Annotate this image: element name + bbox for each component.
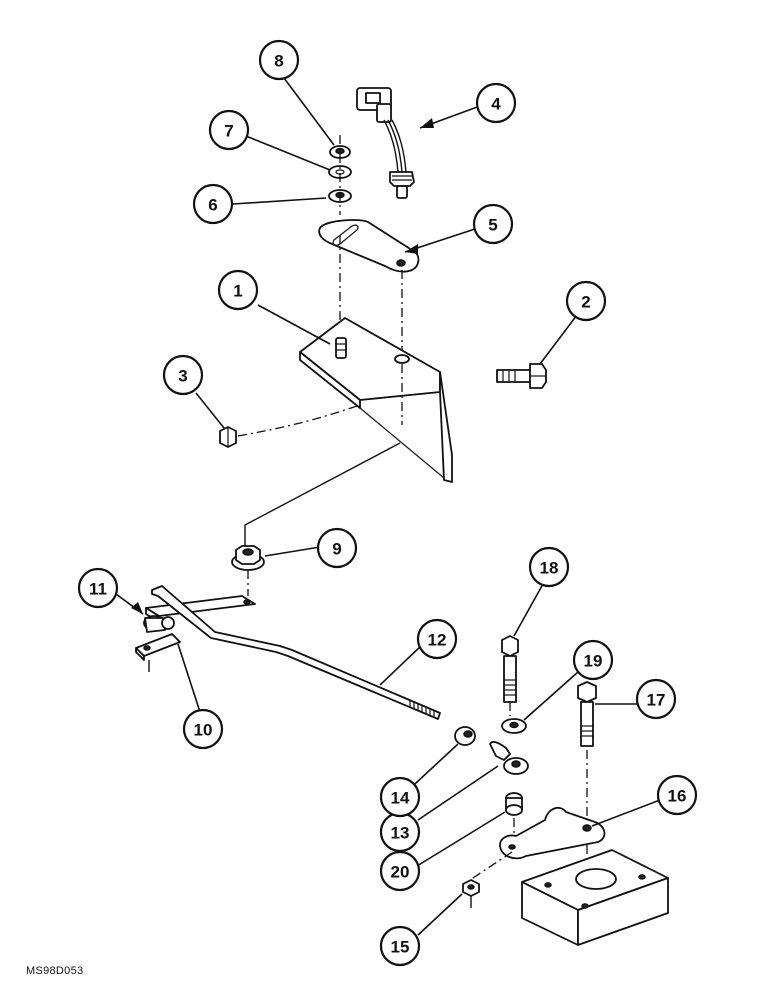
mounting-block bbox=[521, 849, 669, 946]
callout-label-16: 16 bbox=[668, 787, 687, 806]
callout-14: 14 bbox=[379, 776, 421, 818]
callout-label-14: 14 bbox=[391, 789, 410, 808]
callout-3: 3 bbox=[162, 354, 204, 396]
callout-label-15: 15 bbox=[391, 938, 410, 957]
callout-20: 20 bbox=[379, 850, 421, 892]
callout-11: 11 bbox=[77, 567, 119, 609]
leader-7 bbox=[245, 135, 331, 171]
callout-label-5: 5 bbox=[488, 216, 497, 235]
leader-19 bbox=[523, 671, 579, 721]
callout-17: 17 bbox=[635, 678, 677, 720]
bolt-part-2 bbox=[496, 363, 547, 389]
figure-code: MS98D053 bbox=[26, 965, 84, 977]
lever-arm-part-16 bbox=[499, 806, 606, 860]
bolt-part-17 bbox=[577, 681, 597, 747]
callout-9: 9 bbox=[316, 527, 358, 569]
leader-6 bbox=[232, 197, 327, 205]
callout-2: 2 bbox=[565, 280, 607, 322]
callout-label-11: 11 bbox=[89, 580, 107, 599]
leader-20 bbox=[416, 811, 506, 867]
callout-1: 1 bbox=[217, 269, 259, 311]
callout-10: 10 bbox=[182, 708, 224, 750]
callout-label-17: 17 bbox=[647, 691, 666, 710]
rod-end-part-13 bbox=[489, 741, 529, 775]
leader-16 bbox=[591, 799, 661, 827]
leader-10 bbox=[177, 643, 201, 713]
leader-2 bbox=[539, 314, 578, 365]
callout-label-18: 18 bbox=[540, 559, 559, 578]
callout-16: 16 bbox=[656, 774, 698, 816]
callout-label-4: 4 bbox=[491, 95, 501, 114]
nut-part-14 bbox=[454, 726, 476, 746]
leader-15 bbox=[417, 893, 463, 936]
callout-15: 15 bbox=[379, 925, 421, 967]
leader-18 bbox=[513, 583, 544, 637]
flange-nut-part-9 bbox=[231, 545, 265, 571]
clip-part-11 bbox=[143, 615, 175, 633]
callout-label-7: 7 bbox=[224, 122, 233, 141]
bolt-part-18 bbox=[501, 635, 519, 703]
nut-part-15 bbox=[462, 879, 480, 908]
leader-1 bbox=[257, 304, 331, 345]
callout-label-2: 2 bbox=[581, 293, 590, 312]
callout-7: 7 bbox=[208, 109, 250, 151]
rod-part-12 bbox=[151, 585, 441, 720]
callout-18: 18 bbox=[528, 546, 570, 588]
callout-8: 8 bbox=[258, 39, 300, 81]
spacer-part-20 bbox=[505, 792, 523, 816]
callout-label-9: 9 bbox=[332, 540, 341, 559]
leader-12 bbox=[379, 644, 423, 686]
nut-part-8 bbox=[329, 145, 351, 159]
switch-plate-part bbox=[318, 219, 420, 273]
wire-harness-part bbox=[356, 87, 415, 199]
bracket-part bbox=[299, 317, 453, 483]
leader-13 bbox=[417, 765, 499, 821]
callout-label-10: 10 bbox=[194, 721, 213, 740]
callout-label-19: 19 bbox=[584, 652, 603, 671]
callout-6: 6 bbox=[192, 183, 234, 225]
lower-bracket-part-10 bbox=[135, 595, 256, 672]
callout-label-12: 12 bbox=[428, 631, 447, 650]
leader-9 bbox=[264, 546, 321, 557]
callout-19: 19 bbox=[572, 639, 614, 681]
callout-label-6: 6 bbox=[208, 196, 217, 215]
callout-label-3: 3 bbox=[178, 367, 187, 386]
callout-12: 12 bbox=[416, 618, 458, 660]
callout-4: 4 bbox=[475, 82, 517, 124]
washer-part-19 bbox=[501, 718, 527, 734]
callout-5: 5 bbox=[472, 203, 514, 245]
leader-8 bbox=[283, 77, 335, 146]
callout-label-13: 13 bbox=[391, 824, 410, 843]
callout-label-20: 20 bbox=[391, 863, 410, 882]
leader-3 bbox=[195, 392, 225, 429]
callout-label-1: 1 bbox=[233, 282, 242, 301]
callout-13: 13 bbox=[379, 811, 421, 853]
callout-label-8: 8 bbox=[274, 52, 283, 71]
nut-part-3 bbox=[219, 426, 237, 448]
